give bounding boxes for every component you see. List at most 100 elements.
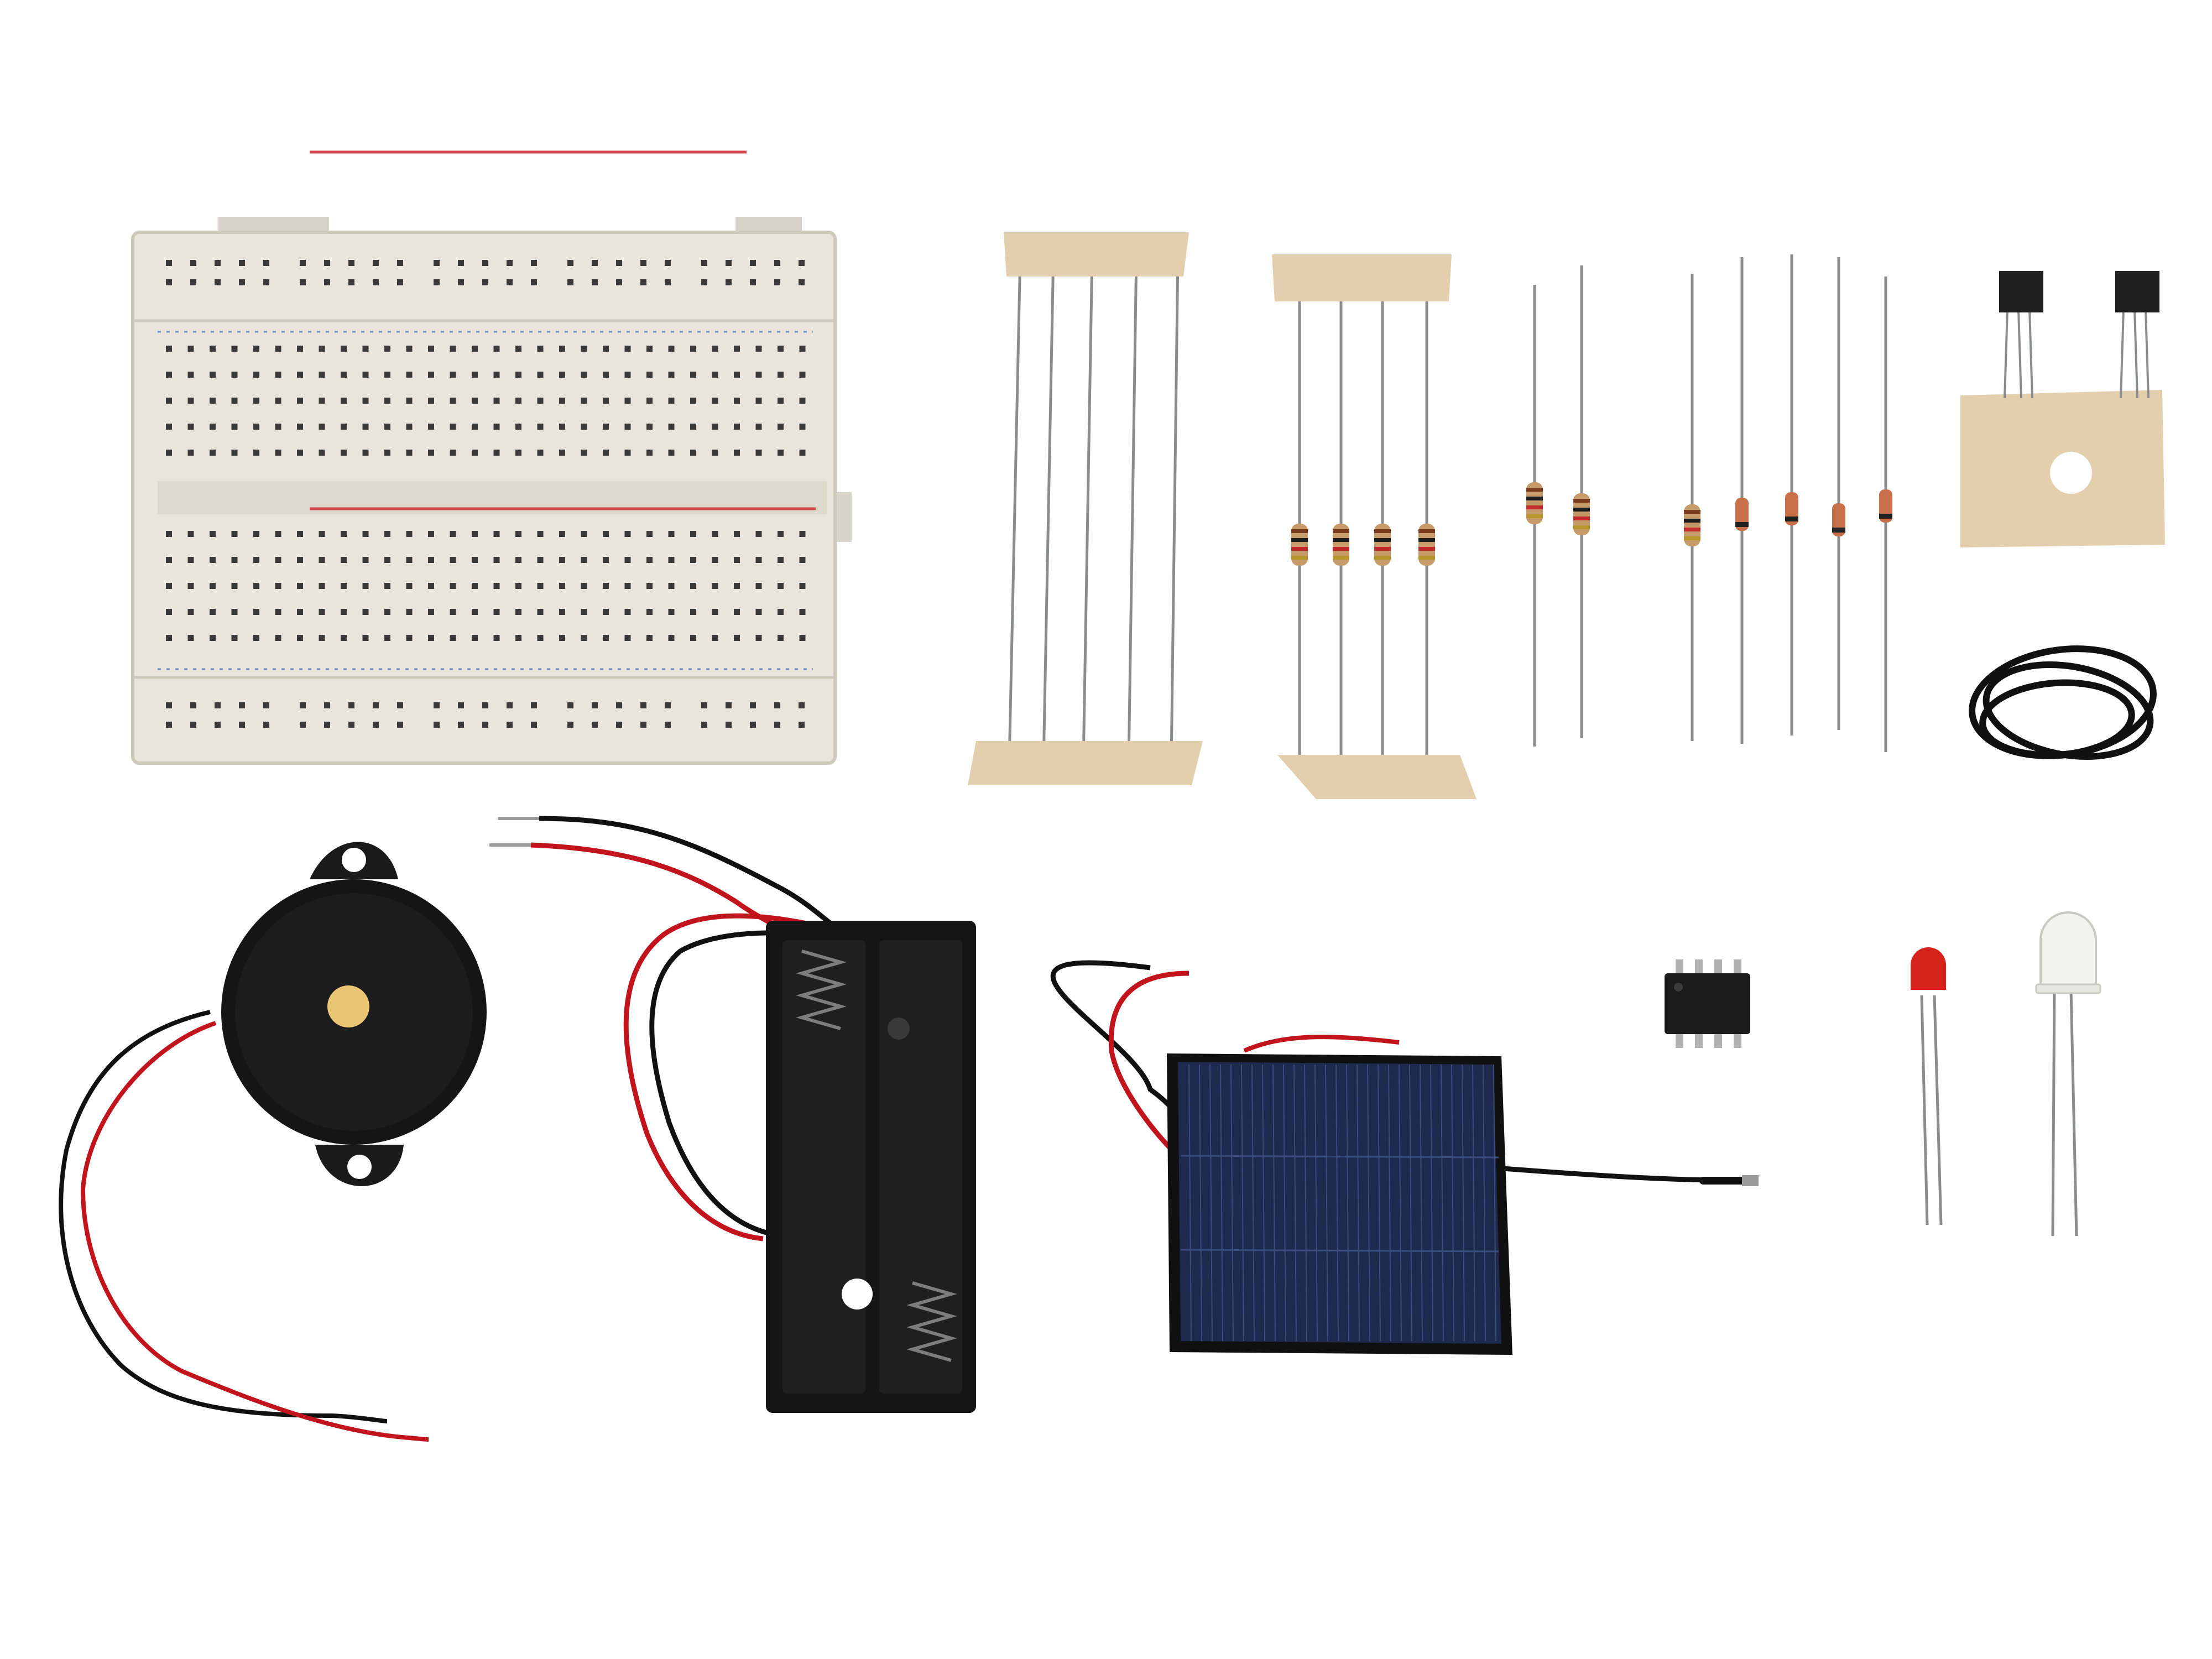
breadboard-hole — [493, 424, 500, 430]
resistor-color-band — [1291, 547, 1308, 551]
breadboard-hole — [603, 424, 609, 430]
breadboard-hole — [373, 722, 379, 728]
breadboard-hole — [428, 635, 434, 641]
breadboard-hole — [755, 557, 762, 563]
breadboard-hole — [187, 424, 194, 430]
resistor-body — [1333, 524, 1349, 566]
breadboard-hole — [239, 702, 245, 708]
breadboard-hole — [537, 531, 544, 537]
ic-pin — [1734, 1031, 1741, 1048]
resistor-color-band — [1333, 556, 1349, 560]
breadboard-hole — [406, 372, 413, 378]
resistor-color-band — [1333, 547, 1349, 551]
breadboard-hole — [515, 609, 521, 615]
breadboard-hole — [397, 279, 403, 285]
breadboard-hole — [324, 722, 330, 728]
breadboard-hole — [319, 557, 325, 563]
breadboard-hole — [166, 557, 172, 563]
breadboard-hole — [755, 635, 762, 641]
breadboard-hole — [668, 531, 675, 537]
solar-grid-line — [1441, 1064, 1444, 1342]
breadboard-hole — [537, 346, 544, 352]
breadboard-hole — [537, 398, 544, 404]
solar-grid-line — [1283, 1064, 1286, 1342]
breadboard-hole — [493, 346, 500, 352]
ic-pin — [1676, 959, 1683, 976]
breadboard-hole — [482, 702, 488, 708]
solar-grid-line — [1357, 1064, 1360, 1342]
breadboard-hole — [774, 260, 780, 266]
ic-pin — [1714, 1031, 1722, 1048]
resistor-color-band — [1374, 529, 1391, 533]
paper-tape-bottom — [968, 741, 1203, 785]
breadboard-hole — [166, 609, 172, 615]
breadboard-hole — [472, 450, 478, 456]
solar-grid-line — [1304, 1064, 1307, 1342]
breadboard-hole — [190, 279, 196, 285]
solar-panel — [1050, 960, 1759, 1355]
breadboard-hole — [774, 702, 780, 708]
breadboard-hole — [406, 557, 413, 563]
resistor-body — [1573, 493, 1590, 535]
breadboard-hole — [537, 635, 544, 641]
transistors — [1960, 271, 2165, 547]
breadboard-hole — [668, 398, 675, 404]
resistor-color-band — [1333, 529, 1349, 533]
breadboard-hole — [210, 372, 216, 378]
breadboard-hole — [450, 398, 456, 404]
breadboard-hole — [231, 372, 238, 378]
breadboard-hole — [472, 583, 478, 589]
battery-holder — [489, 816, 976, 1413]
breadboard-hole — [531, 702, 537, 708]
breadboard-hole — [263, 279, 269, 285]
breadboard-hole — [300, 260, 306, 266]
solar-grid-line — [1388, 1064, 1391, 1342]
transistor-leg — [2120, 309, 2125, 399]
breadboard-hole — [701, 722, 707, 728]
resistor-color-band — [1526, 505, 1543, 509]
breadboard-hole — [690, 346, 696, 352]
breadboard-hole — [581, 398, 587, 404]
breadboard-hole — [799, 424, 806, 430]
breadboard-hole — [210, 635, 216, 641]
diode-cathode-band — [1785, 517, 1798, 521]
resistor-color-band — [1291, 538, 1308, 542]
breadboard-hole — [210, 609, 216, 615]
breadboard-hole — [187, 531, 194, 537]
breadboard-hole — [624, 609, 631, 615]
breadboard-hole — [319, 372, 325, 378]
resistor-color-band — [1526, 488, 1543, 492]
breadboard-hole — [450, 346, 456, 352]
breadboard-hole — [537, 372, 544, 378]
breadboard-hole — [690, 609, 696, 615]
breadboard-hole — [210, 531, 216, 537]
breadboard-hole — [458, 279, 464, 285]
breadboard-hole — [778, 609, 784, 615]
breadboard-hole — [668, 424, 675, 430]
breadboard-hole — [472, 635, 478, 641]
breadboard-hole — [482, 260, 488, 266]
breadboard-hole — [755, 372, 762, 378]
breadboard-hole — [624, 398, 631, 404]
breadboard-hole — [275, 583, 281, 589]
breadboard-hole — [755, 450, 762, 456]
breadboard-hole — [603, 609, 609, 615]
breadboard-hole — [362, 583, 369, 589]
breadboard-hole — [581, 346, 587, 352]
solar-busbar — [1180, 1155, 1499, 1159]
breadboard-hole — [624, 372, 631, 378]
solar-grid-line — [1220, 1064, 1223, 1342]
breadboard-hole — [275, 398, 281, 404]
breadboard-hole — [559, 557, 565, 563]
breadboard-hole — [472, 398, 478, 404]
breadboard-hole — [515, 583, 521, 589]
breadboard-hole — [319, 424, 325, 430]
breadboard-hole — [668, 346, 675, 352]
solar-grid-line — [1472, 1064, 1475, 1342]
breadboard-hole — [348, 722, 354, 728]
breadboard-hole — [428, 583, 434, 589]
breadboard-hole — [712, 372, 718, 378]
solar-grid-line — [1462, 1064, 1465, 1342]
breadboard-hole — [799, 398, 806, 404]
breadboard-hole — [297, 557, 303, 563]
